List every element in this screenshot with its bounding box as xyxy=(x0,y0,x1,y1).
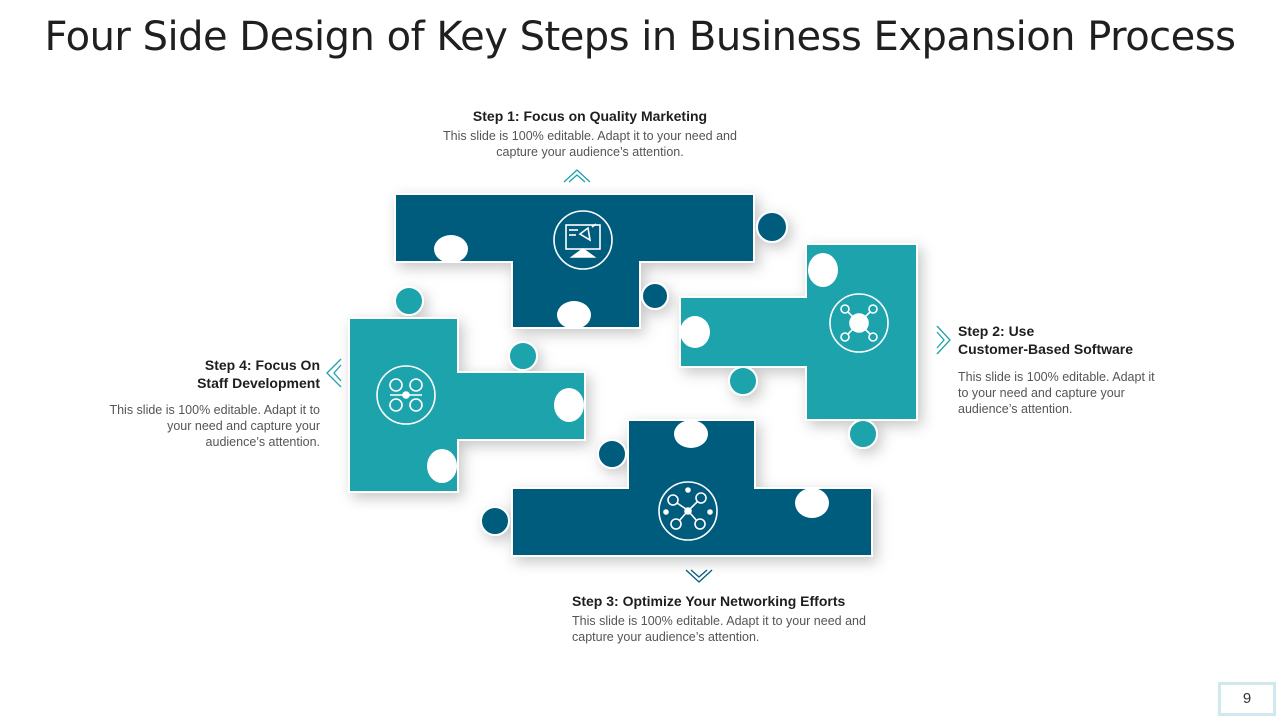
arrow-left-icon xyxy=(326,358,342,388)
step2-heading: Step 2: Use Customer-Based Software xyxy=(958,322,1168,358)
step4-heading-line1: Step 4: Focus On xyxy=(204,357,320,373)
slide-title: Four Side Design of Key Steps in Busines… xyxy=(44,14,1236,60)
step3-text: Step 3: Optimize Your Networking Efforts… xyxy=(572,592,892,645)
team-group-icon xyxy=(376,365,436,425)
step4-text: Step 4: Focus On Staff Development This … xyxy=(106,356,320,450)
step4-description: This slide is 100% editable. Adapt it to… xyxy=(109,403,320,449)
step4-heading: Step 4: Focus On Staff Development xyxy=(106,356,320,392)
puzzle-piece-step3 xyxy=(480,419,873,557)
step3-description: This slide is 100% editable. Adapt it to… xyxy=(572,614,866,644)
step4-heading-line2: Staff Development xyxy=(197,375,320,391)
step1-description: This slide is 100% editable. Adapt it to… xyxy=(443,129,737,159)
people-network-icon xyxy=(658,481,718,541)
step1-heading: Step 1: Focus on Quality Marketing xyxy=(472,108,708,124)
customer-network-icon xyxy=(829,293,889,353)
step2-description: This slide is 100% editable. Adapt it to… xyxy=(958,370,1155,416)
puzzle-piece-step2 xyxy=(679,243,918,449)
step2-heading-line1: Step 2: Use xyxy=(958,323,1035,339)
arrow-right-icon xyxy=(936,325,951,355)
step1-text: Step 1: Focus on Quality Marketing This … xyxy=(430,107,750,160)
step2-heading-line2: Customer-Based Software xyxy=(958,341,1134,357)
step2-text: Step 2: Use Customer-Based Software This… xyxy=(958,322,1168,417)
puzzle-piece-step4 xyxy=(348,286,586,493)
puzzle-piece-step1 xyxy=(394,193,788,329)
page-number: 9 xyxy=(1218,682,1276,716)
arrow-down-icon xyxy=(685,569,713,583)
marketing-presentation-icon xyxy=(553,210,613,270)
step3-heading: Step 3: Optimize Your Networking Efforts xyxy=(572,593,846,609)
arrow-up-icon xyxy=(563,169,591,183)
